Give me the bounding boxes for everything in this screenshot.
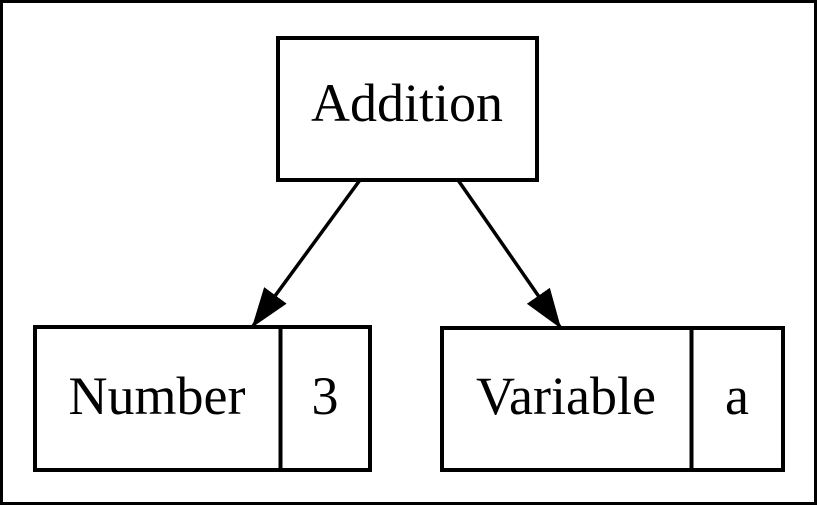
node-addition-box bbox=[276, 36, 539, 182]
node-number-label: Number bbox=[69, 366, 246, 426]
edge-addition-to-variable bbox=[456, 179, 562, 329]
edge-addition-to-number bbox=[251, 178, 362, 328]
node-variable-label: Variable bbox=[476, 366, 656, 426]
node-addition-label: Addition bbox=[311, 73, 503, 133]
node-number-box bbox=[33, 325, 372, 472]
node-number-value: 3 bbox=[312, 366, 339, 426]
node-variable-box bbox=[440, 326, 785, 472]
node-variable-value: a bbox=[725, 366, 749, 426]
